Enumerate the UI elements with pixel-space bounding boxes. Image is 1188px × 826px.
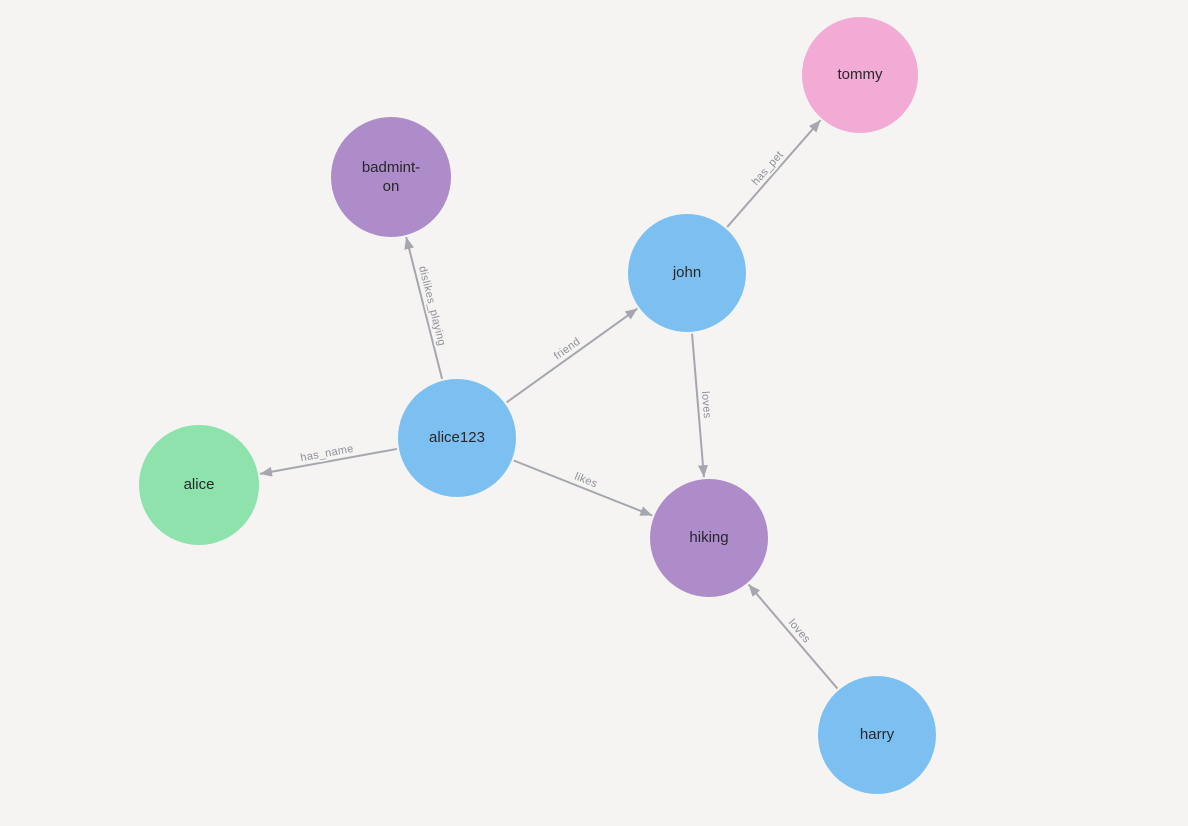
- graph-edge-alice123-badminton[interactable]: dislikes_playing: [404, 236, 450, 380]
- graph-edge-alice123-john[interactable]: friend: [505, 307, 639, 404]
- edge-line[interactable]: [691, 333, 708, 478]
- node-label: harry: [859, 726, 895, 744]
- edge-line[interactable]: [505, 307, 639, 404]
- graph-edge-harry-hiking[interactable]: loves: [747, 583, 839, 690]
- graph-node-badminton[interactable]: badmint-on: [331, 117, 451, 237]
- edge-line[interactable]: [404, 236, 444, 380]
- node-label: badmint-on: [361, 158, 421, 196]
- node-label: alice: [183, 476, 215, 494]
- graph-node-alice123[interactable]: alice123: [398, 379, 516, 497]
- edge-line[interactable]: [513, 459, 653, 517]
- graph-node-tommy[interactable]: tommy: [802, 17, 918, 133]
- node-label: john: [672, 264, 702, 282]
- edge-line[interactable]: [747, 583, 839, 690]
- graph-node-alice[interactable]: alice: [139, 425, 259, 545]
- node-label: tommy: [837, 66, 883, 84]
- graph-node-hiking[interactable]: hiking: [650, 479, 768, 597]
- graph-node-harry[interactable]: harry: [818, 676, 936, 794]
- edge-label: loves: [699, 391, 713, 419]
- node-label: alice123: [429, 429, 485, 447]
- graph-edge-john-tommy[interactable]: has_pet: [726, 119, 822, 228]
- edge-line[interactable]: [259, 447, 398, 477]
- node-label: hiking: [689, 529, 729, 547]
- graph-node-john[interactable]: john: [628, 214, 746, 332]
- graph-edge-john-hiking[interactable]: loves: [691, 333, 715, 478]
- graph-edge-alice123-alice[interactable]: has_name: [259, 441, 398, 477]
- edge-label: likes: [573, 471, 599, 491]
- graph-edge-alice123-hiking[interactable]: likes: [513, 459, 653, 517]
- edge-line[interactable]: [726, 119, 822, 228]
